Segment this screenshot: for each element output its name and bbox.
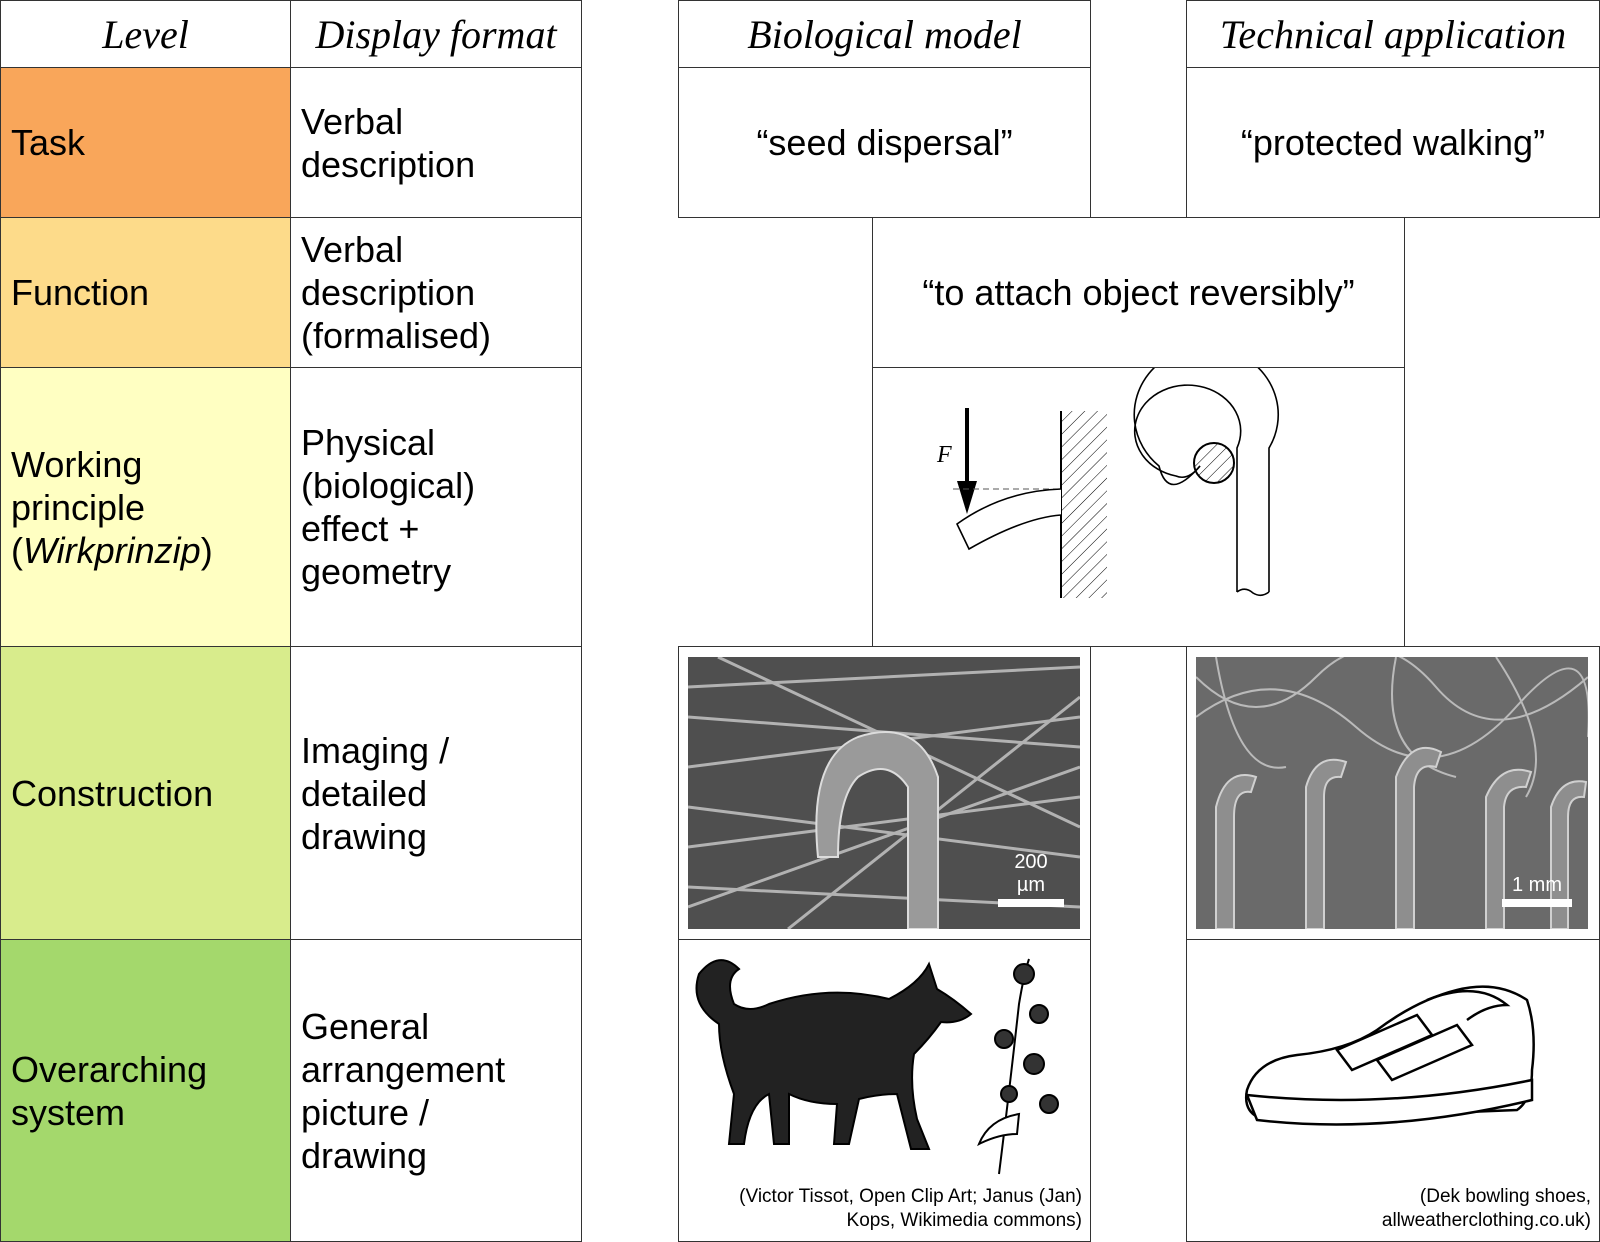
header-biological-model: Biological model [678, 0, 1091, 68]
format-task-line-1: Verbal [301, 100, 404, 142]
bio-credit-line-1: (Victor Tissot, Open Clip Art; Janus (Ja… [739, 1186, 1082, 1207]
tech-image-credit: (Dek bowling shoes, allweatherclothing.c… [1382, 1185, 1591, 1233]
level-task: Task [0, 67, 291, 218]
bio-credit-line-2: Kops, Wikimedia commons) [846, 1210, 1082, 1231]
format-overarching-line-2: arrangement [301, 1048, 506, 1090]
header-display-format-label: Display format [315, 11, 557, 57]
velcro-hook-micrograph: 1 mm [1196, 657, 1588, 929]
bio-scale-bar-line [998, 899, 1064, 907]
function-text: “to attach object reversibly” [922, 271, 1355, 313]
level-overarching-system: Overarching system [0, 939, 291, 1242]
level-overarching-line-1: Overarching [11, 1048, 208, 1090]
working-principle-svg: F [936, 345, 1280, 598]
format-function: Verbal description (formalised) [290, 217, 582, 368]
bio-scale-bar: 200 µm [998, 851, 1064, 907]
tech-credit-line-2: allweatherclothing.co.uk) [1381, 1210, 1591, 1231]
level-task-label: Task [11, 122, 86, 163]
hatched-wall [1060, 411, 1107, 598]
format-task-line-2: description [301, 143, 476, 185]
format-construction-line-1: Imaging / [301, 729, 450, 771]
construction-biological: 200 µm [678, 646, 1091, 940]
format-wp-line-4: geometry [301, 551, 452, 592]
level-function: Function [0, 217, 291, 368]
format-construction: Imaging / detailed drawing [290, 646, 582, 940]
format-wp-line-2: (biological) [301, 465, 476, 506]
header-display-format: Display format [290, 0, 582, 68]
wirkprinzip-term: Wirkprinzip [23, 529, 201, 571]
task-technical-text: “protected walking” [1240, 121, 1546, 163]
format-wp-line-3: effect + [301, 508, 420, 549]
overarching-biological: (Victor Tissot, Open Clip Art; Janus (Ja… [678, 939, 1091, 1242]
construction-technical: 1 mm [1186, 646, 1600, 940]
header-technical-application-label: Technical application [1219, 11, 1567, 57]
dog-and-burdock-drawing [695, 958, 1059, 1175]
level-working-principle-line-2: principle [11, 486, 146, 528]
format-construction-line-2: detailed [301, 772, 428, 814]
header-technical-application: Technical application [1186, 0, 1600, 68]
burr-hook-micrograph: 200 µm [688, 657, 1080, 929]
format-function-line-1: Verbal [301, 229, 404, 270]
level-overarching-line-2: system [11, 1091, 126, 1133]
shoe-icon [1244, 985, 1535, 1126]
header-level-label: Level [102, 11, 189, 57]
format-overarching: General arrangement picture / drawing [290, 939, 582, 1242]
tech-scale-bar: 1 mm [1502, 874, 1572, 907]
level-construction-label: Construction [11, 772, 214, 814]
level-working-principle: Working principle (Wirkprinzip) [0, 367, 291, 647]
force-label: F [936, 442, 952, 468]
level-function-label: Function [11, 272, 150, 313]
bio-scale-label: 200 µm [1014, 851, 1048, 896]
format-overarching-line-3: picture / [301, 1091, 430, 1133]
hook-around-rod-icon [1133, 345, 1280, 597]
bending-hook-icon [955, 488, 1062, 551]
header-biological-model-label: Biological model [747, 11, 1022, 57]
function-shared: “to attach object reversibly” [872, 217, 1405, 368]
tech-credit-line-1: (Dek bowling shoes, [1419, 1186, 1591, 1207]
overarching-technical: (Dek bowling shoes, allweatherclothing.c… [1186, 939, 1600, 1242]
format-function-line-3: (formalised) [301, 315, 492, 356]
tech-scale-label: 1 mm [1512, 874, 1562, 896]
format-task: Verbal description [290, 67, 582, 218]
level-construction: Construction [0, 646, 291, 940]
level-working-principle-line-1: Working [11, 443, 143, 485]
force-arrow-icon [957, 408, 977, 514]
format-overarching-line-4: drawing [301, 1134, 428, 1176]
format-construction-line-3: drawing [301, 815, 428, 857]
dog-icon [695, 959, 973, 1150]
task-biological: “seed dispersal” [678, 67, 1091, 218]
velcro-shoe-drawing [1244, 985, 1535, 1126]
format-working-principle: Physical (biological) effect + geometry [290, 367, 582, 647]
tech-scale-bar-line [1502, 899, 1572, 907]
working-principle-diagram: F [872, 345, 1405, 647]
format-overarching-line-1: General [301, 1005, 430, 1047]
velcro-hook-micrograph-svg [1196, 657, 1588, 929]
header-level: Level [0, 0, 291, 68]
format-function-line-2: description [301, 272, 476, 313]
task-biological-text: “seed dispersal” [756, 121, 1013, 163]
burr-hook-micrograph-svg [688, 657, 1080, 929]
task-technical: “protected walking” [1186, 67, 1600, 218]
level-working-principle-line-3: (Wirkprinzip) [11, 529, 213, 571]
burdock-plant-icon [977, 958, 1059, 1175]
format-wp-line-1: Physical [301, 422, 436, 463]
bio-image-credit: (Victor Tissot, Open Clip Art; Janus (Ja… [739, 1185, 1082, 1233]
